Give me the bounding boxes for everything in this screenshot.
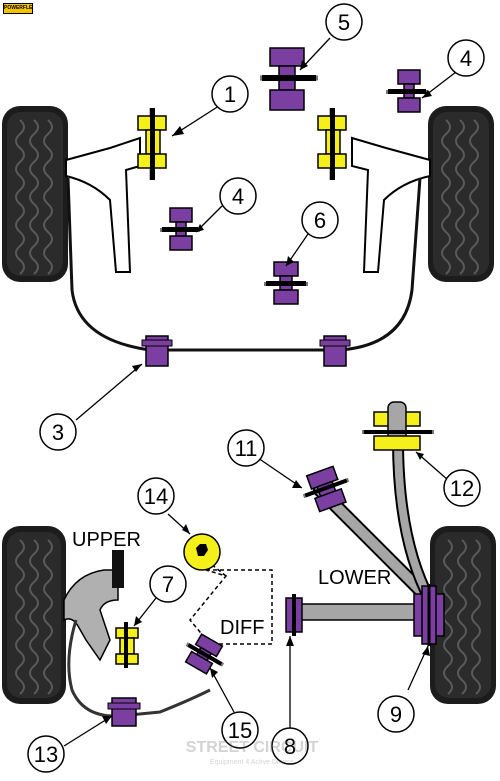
rear-left-tyre <box>2 526 66 704</box>
bush-11 <box>302 465 350 513</box>
callout-8-number: 8 <box>284 734 296 759</box>
callout-3-number: 3 <box>52 420 64 445</box>
rear-lower-arm <box>293 603 431 621</box>
bush-3-left <box>141 335 173 367</box>
callout-8: 8 <box>271 727 309 765</box>
callout-12-number: 12 <box>450 476 474 501</box>
callout-7: 7 <box>149 565 187 603</box>
callout-4-upper-number: 4 <box>460 46 472 71</box>
watermark: STREET CIRCUIT Equipment 4 Active Driver… <box>186 739 319 766</box>
callout-14: 14 <box>137 477 175 515</box>
callout-1-number: 1 <box>224 82 236 107</box>
callout-5-number: 5 <box>338 10 350 35</box>
front-left-wishbone <box>65 136 141 273</box>
callout-11-number: 11 <box>235 436 258 461</box>
bush-1-front-wishbone-left <box>137 108 167 180</box>
callout-6: 6 <box>301 201 339 239</box>
rear-anti-roll-bar <box>67 619 211 718</box>
callout-15-number: 15 <box>228 718 252 743</box>
callout-4-upper: 4 <box>447 39 485 77</box>
callout-5: 5 <box>325 3 363 41</box>
leader-arrowheads <box>102 60 432 724</box>
callout-4-lower: 4 <box>219 177 257 215</box>
brand-badge: POWERFLEX <box>3 3 33 14</box>
callout-9: 9 <box>377 695 415 733</box>
front-right-wishbone <box>351 136 431 273</box>
callout-7-number: 7 <box>162 572 174 597</box>
bush-15 <box>184 633 225 675</box>
bush-4-lower <box>160 207 200 251</box>
bush-1-front-wishbone-right <box>317 108 347 180</box>
rear-upper-arm <box>63 550 124 662</box>
watermark-tagline: Equipment 4 Active Drivers <box>210 759 295 766</box>
callout-9-number: 9 <box>390 702 402 727</box>
bush-4-upper <box>386 69 428 113</box>
bush-6 <box>264 261 308 305</box>
callout-12: 12 <box>443 469 481 507</box>
upper-label: UPPER <box>72 529 141 551</box>
callout-11: 11 <box>227 429 265 467</box>
bush-13 <box>107 697 141 727</box>
callout-4-lower-number: 4 <box>232 184 244 209</box>
bush-9 <box>413 584 445 646</box>
callout-13: 13 <box>27 735 65 773</box>
callout-14-number: 14 <box>144 484 168 509</box>
lower-label: LOWER <box>318 567 391 589</box>
callout-1: 1 <box>211 75 249 113</box>
callout-3: 3 <box>39 413 77 451</box>
bush-5 <box>260 47 318 111</box>
front-right-tyre <box>428 106 494 282</box>
callout-13-number: 13 <box>34 742 58 767</box>
watermark-title: STREET CIRCUIT <box>186 739 319 756</box>
bush-3-right <box>319 335 351 367</box>
bush-12 <box>362 401 434 451</box>
callout-15: 15 <box>221 711 259 749</box>
rear-right-tyre <box>430 526 496 704</box>
bush-14 <box>183 533 221 571</box>
callout-6-number: 6 <box>314 208 326 233</box>
bush-8 <box>285 594 303 636</box>
bush-7 <box>115 622 139 668</box>
front-anti-roll-bar <box>66 177 422 352</box>
diff-label: DIFF <box>220 617 264 639</box>
front-left-tyre <box>2 106 68 282</box>
